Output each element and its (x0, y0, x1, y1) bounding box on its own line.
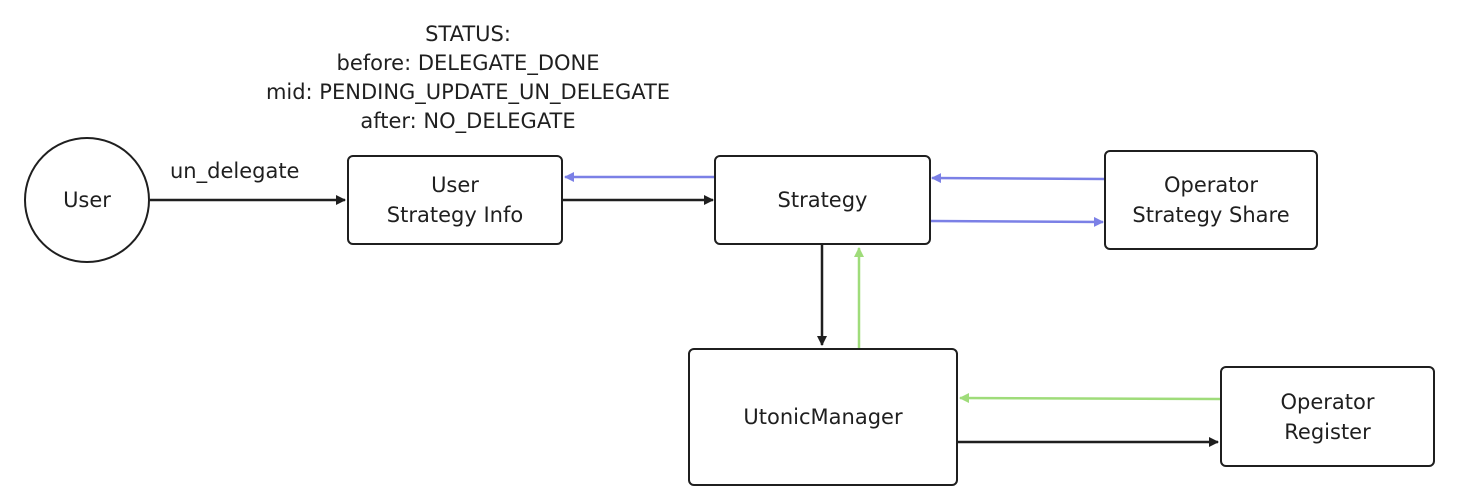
utonic-manager-node-label: UtonicManager (743, 405, 903, 429)
status-before: before: DELEGATE_DONE (336, 51, 600, 75)
status-after: after: NO_DELEGATE (360, 109, 576, 133)
status-note: STATUS: before: DELEGATE_DONE mid: PENDI… (218, 20, 718, 136)
user-strategy-info-node[interactable]: User Strategy Info (347, 155, 563, 245)
utonic-manager-node[interactable]: UtonicManager (688, 348, 958, 486)
operator-register-line-2: Register (1284, 419, 1371, 444)
user-node-label: User (63, 188, 111, 212)
operator-strategy-share-node[interactable]: Operator Strategy Share (1104, 150, 1318, 250)
edge-operator-strategy-share-to-strategy (931, 173, 1106, 184)
user-strategy-info-line-1: User (431, 173, 479, 197)
user-node[interactable]: User (24, 137, 150, 263)
operator-register-line-1: Operator (1280, 389, 1375, 414)
status-mid: mid: PENDING_UPDATE_UN_DELEGATE (265, 80, 671, 104)
operator-register-node[interactable]: Operator Register (1220, 366, 1435, 467)
strategy-node[interactable]: Strategy (714, 155, 931, 245)
status-title: STATUS: (425, 22, 511, 46)
edge-operator-register-to-utonic-manager (959, 393, 1221, 404)
strategy-node-label: Strategy (777, 188, 868, 212)
operator-strategy-share-line-2: Strategy Share (1132, 203, 1290, 227)
un-delegate-label: un_delegate (170, 159, 300, 183)
edge-strategy-to-operator-strategy-share (930, 216, 1104, 227)
user-strategy-info-line-2: Strategy Info (386, 203, 524, 227)
operator-strategy-share-line-1: Operator (1164, 173, 1258, 197)
